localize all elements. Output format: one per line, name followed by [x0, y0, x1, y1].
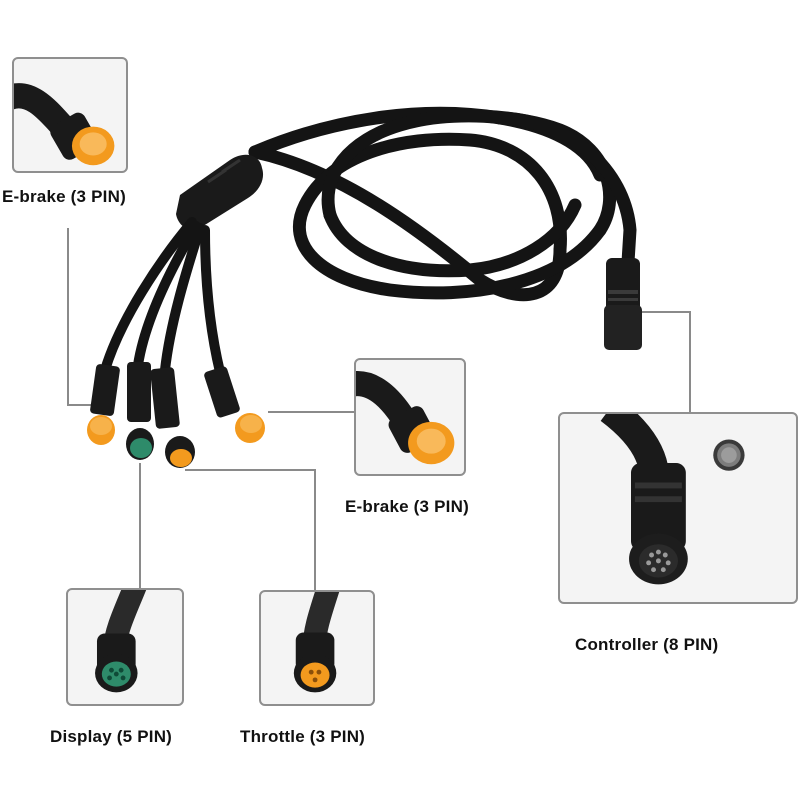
- controller-connector: [604, 258, 642, 350]
- display-closeup: [95, 590, 147, 693]
- ebrake-mid-closeup: [356, 371, 455, 465]
- throttle-connector: [150, 367, 195, 468]
- controller-label: Controller (8 PIN): [575, 635, 719, 654]
- branch-cables: [100, 217, 225, 377]
- ebrake-mid-label: E-brake (3 PIN): [345, 497, 469, 516]
- throttle-closeup: [293, 592, 340, 693]
- display-label: Display (5 PIN): [50, 727, 173, 746]
- ebrake-mid-inset: [354, 358, 466, 476]
- leader-line-controller: [640, 311, 691, 412]
- throttle-inset: [259, 590, 375, 706]
- coiled-cable: [248, 106, 637, 302]
- throttle-label: Throttle (3 PIN): [240, 727, 366, 746]
- controller-inset: [558, 412, 798, 604]
- ebrake-top-label: E-brake (3 PIN): [2, 187, 126, 206]
- display-inset: [66, 588, 184, 706]
- controller-closeup: [600, 414, 745, 585]
- leader-line-ebrake-top: [67, 228, 95, 406]
- splitter-housing: [176, 154, 264, 231]
- ebrake-connector-left: [87, 364, 120, 445]
- ebrake-top-closeup: [14, 83, 115, 166]
- display-connector: [126, 362, 154, 460]
- leader-line-throttle: [185, 469, 316, 592]
- leader-lines: [67, 228, 691, 592]
- ebrake-top-inset: [12, 57, 128, 173]
- ebrake-connector-right: [204, 366, 265, 443]
